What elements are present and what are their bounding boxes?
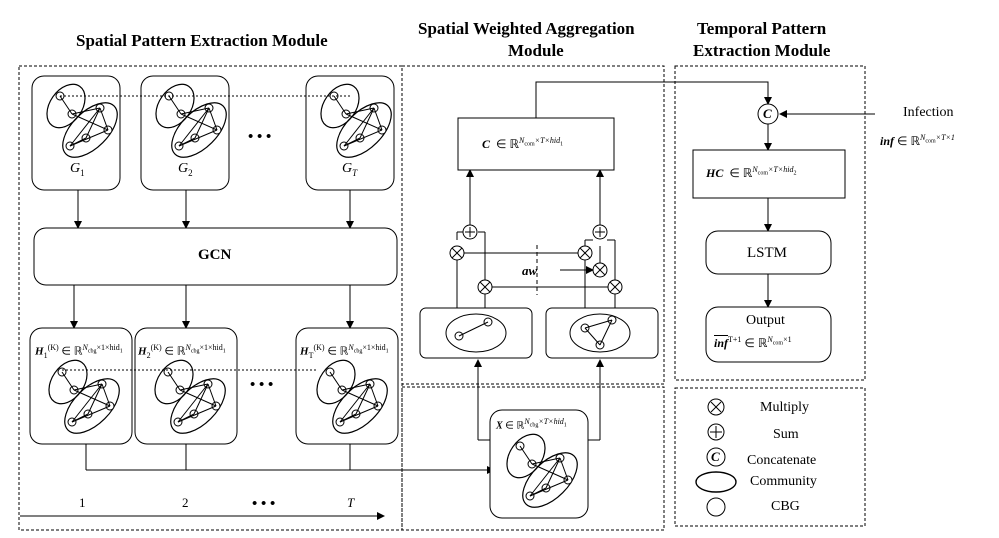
legend-concat-symbol: C — [711, 449, 720, 464]
legend-multiply-icon — [707, 398, 725, 416]
x-label: X ∈ ℝNcbg×T×hid1 — [496, 417, 567, 432]
hc-box — [692, 149, 846, 199]
infection-label: Infection — [903, 105, 954, 120]
title-spatial-aggregation-1: Spatial Weighted Aggregation — [418, 19, 635, 38]
legend-community-icon — [695, 471, 737, 493]
timeline-2: 2 — [182, 495, 189, 510]
mult-op-right-2 — [592, 262, 608, 278]
legend-cbg: CBG — [771, 499, 800, 514]
gcn-label: GCN — [198, 247, 232, 263]
graph-dots: • • • — [248, 129, 272, 145]
output-label: Output — [746, 313, 785, 328]
h-frame-T — [295, 327, 399, 445]
inf-label: inf ∈ ℝNcom×T×1 — [880, 133, 955, 148]
legend-sum: Sum — [773, 427, 799, 442]
title-spatial-extraction: Spatial Pattern Extraction Module — [76, 31, 328, 50]
legend-multiply: Multiply — [760, 400, 810, 415]
timeline-1: 1 — [79, 495, 86, 510]
legend-frame — [674, 387, 866, 527]
title-spatial-aggregation-2: Module — [508, 41, 564, 60]
gcn-box — [33, 227, 398, 286]
h-dots: • • • — [250, 377, 274, 393]
sum-op-right — [592, 224, 608, 240]
mult-op-right-3 — [607, 279, 623, 295]
lstm-label: LSTM — [747, 245, 788, 261]
c-box — [457, 117, 615, 171]
label-gT: GT — [342, 161, 358, 178]
mult-op-left-1 — [449, 245, 465, 261]
legend-concat-icon — [706, 447, 726, 467]
legend-sum-icon — [707, 423, 725, 441]
spatial-aggregation-frame — [401, 65, 665, 385]
output-box — [705, 306, 832, 363]
temporal-frame — [674, 65, 866, 381]
timeline-dots: • • • — [252, 496, 276, 512]
c-label: C ∈ ℝNcom×T×hid1 — [482, 136, 564, 151]
mult-op-right-1 — [577, 245, 593, 261]
sum-op-left — [462, 224, 478, 240]
title-temporal-2: Extraction Module — [693, 41, 831, 60]
label-hT: HT(K) ∈ ℝNcbg×1×hid1 — [300, 343, 389, 360]
x-frame — [489, 409, 589, 519]
lower-aggregation-frame — [401, 386, 665, 531]
concat-symbol: C — [763, 106, 772, 121]
label-h1: H1(K) ∈ ℝNcbg×1×hid1 — [35, 343, 123, 360]
timeline-T: T — [347, 495, 355, 510]
aw-label: aw — [522, 263, 538, 278]
hc-label: HC ∈ ℝNcom×T×hid2 — [706, 165, 797, 180]
legend-community: Community — [750, 474, 817, 489]
community-box-left — [419, 307, 533, 359]
label-g2: G2 — [178, 161, 193, 178]
mult-op-left-2 — [477, 279, 493, 295]
label-h2: H2(K) ∈ ℝNcbg×1×hid1 — [138, 343, 226, 360]
output-formula: infT+1 ∈ ℝNcom×1 — [714, 335, 792, 350]
h-frame-1 — [29, 327, 133, 445]
community-box-right — [545, 307, 659, 359]
title-temporal-1: Temporal Pattern — [697, 19, 827, 38]
label-g1: G1 — [70, 161, 85, 178]
legend-concatenate: Concatenate — [747, 453, 817, 468]
legend-cbg-icon — [706, 497, 726, 517]
